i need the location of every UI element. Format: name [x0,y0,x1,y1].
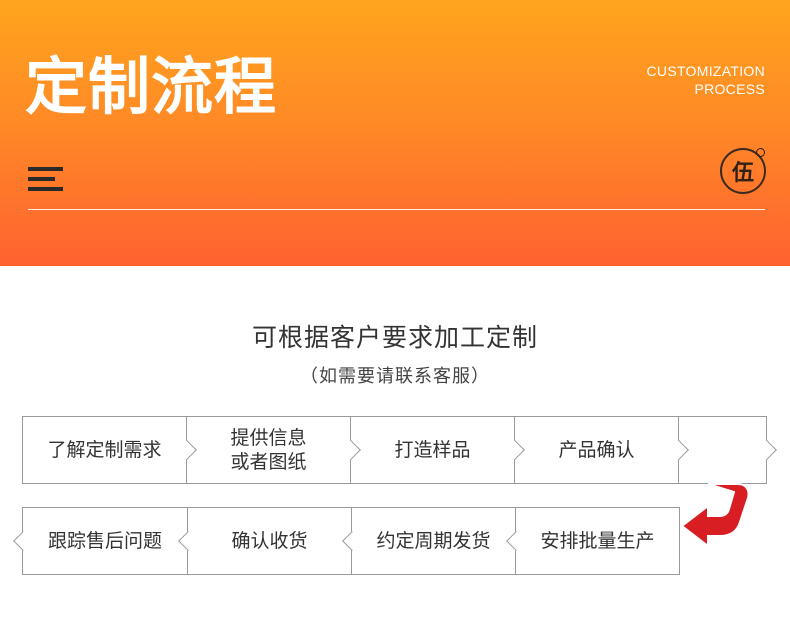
header-banner: 定制流程 CUSTOMIZATION PROCESS 伍 [0,0,790,266]
step-empty [678,416,767,484]
step-understand-needs: 了解定制需求 [22,416,187,484]
step-label: 确认收货 [231,530,308,552]
turn-arrow-icon [680,483,750,549]
step-mass-production: 安排批量生产 [515,507,680,575]
seal-dot-icon [756,148,765,157]
menu-icon [28,167,63,191]
step-after-sales: 跟踪售后问题 [22,507,188,575]
banner-divider [28,209,765,210]
step-label-multiline: 提供信息 或者图纸 [230,426,306,474]
intro-note: （如需要请联系客服） [300,366,490,387]
page-title: 定制流程 [25,50,278,123]
step-scheduled-shipping: 约定周期发货 [351,507,516,575]
step-label: 了解定制需求 [47,439,162,461]
english-title-line2: PROCESS [694,81,765,97]
step-label: 跟踪售后问题 [47,530,162,552]
step-confirm-product: 产品确认 [514,416,679,484]
step-confirm-receipt: 确认收货 [187,507,352,575]
step-label: 安排批量生产 [540,530,655,552]
english-title: CUSTOMIZATION PROCESS [545,62,765,98]
step-provide-info: 提供信息 或者图纸 [186,416,351,484]
seal-text: 伍 [731,161,754,186]
step-label-line2: 或者图纸 [230,451,307,473]
step-label: 打造样品 [394,439,471,461]
step-label: 约定周期发货 [376,530,491,552]
english-title-line1: CUSTOMIZATION [646,63,765,79]
step-label-line1: 提供信息 [230,427,307,449]
step-label: 产品确认 [558,439,635,461]
seal-icon: 伍 [720,148,766,194]
step-make-sample: 打造样品 [350,416,515,484]
intro-headline: 可根据客户要求加工定制 [251,323,538,352]
